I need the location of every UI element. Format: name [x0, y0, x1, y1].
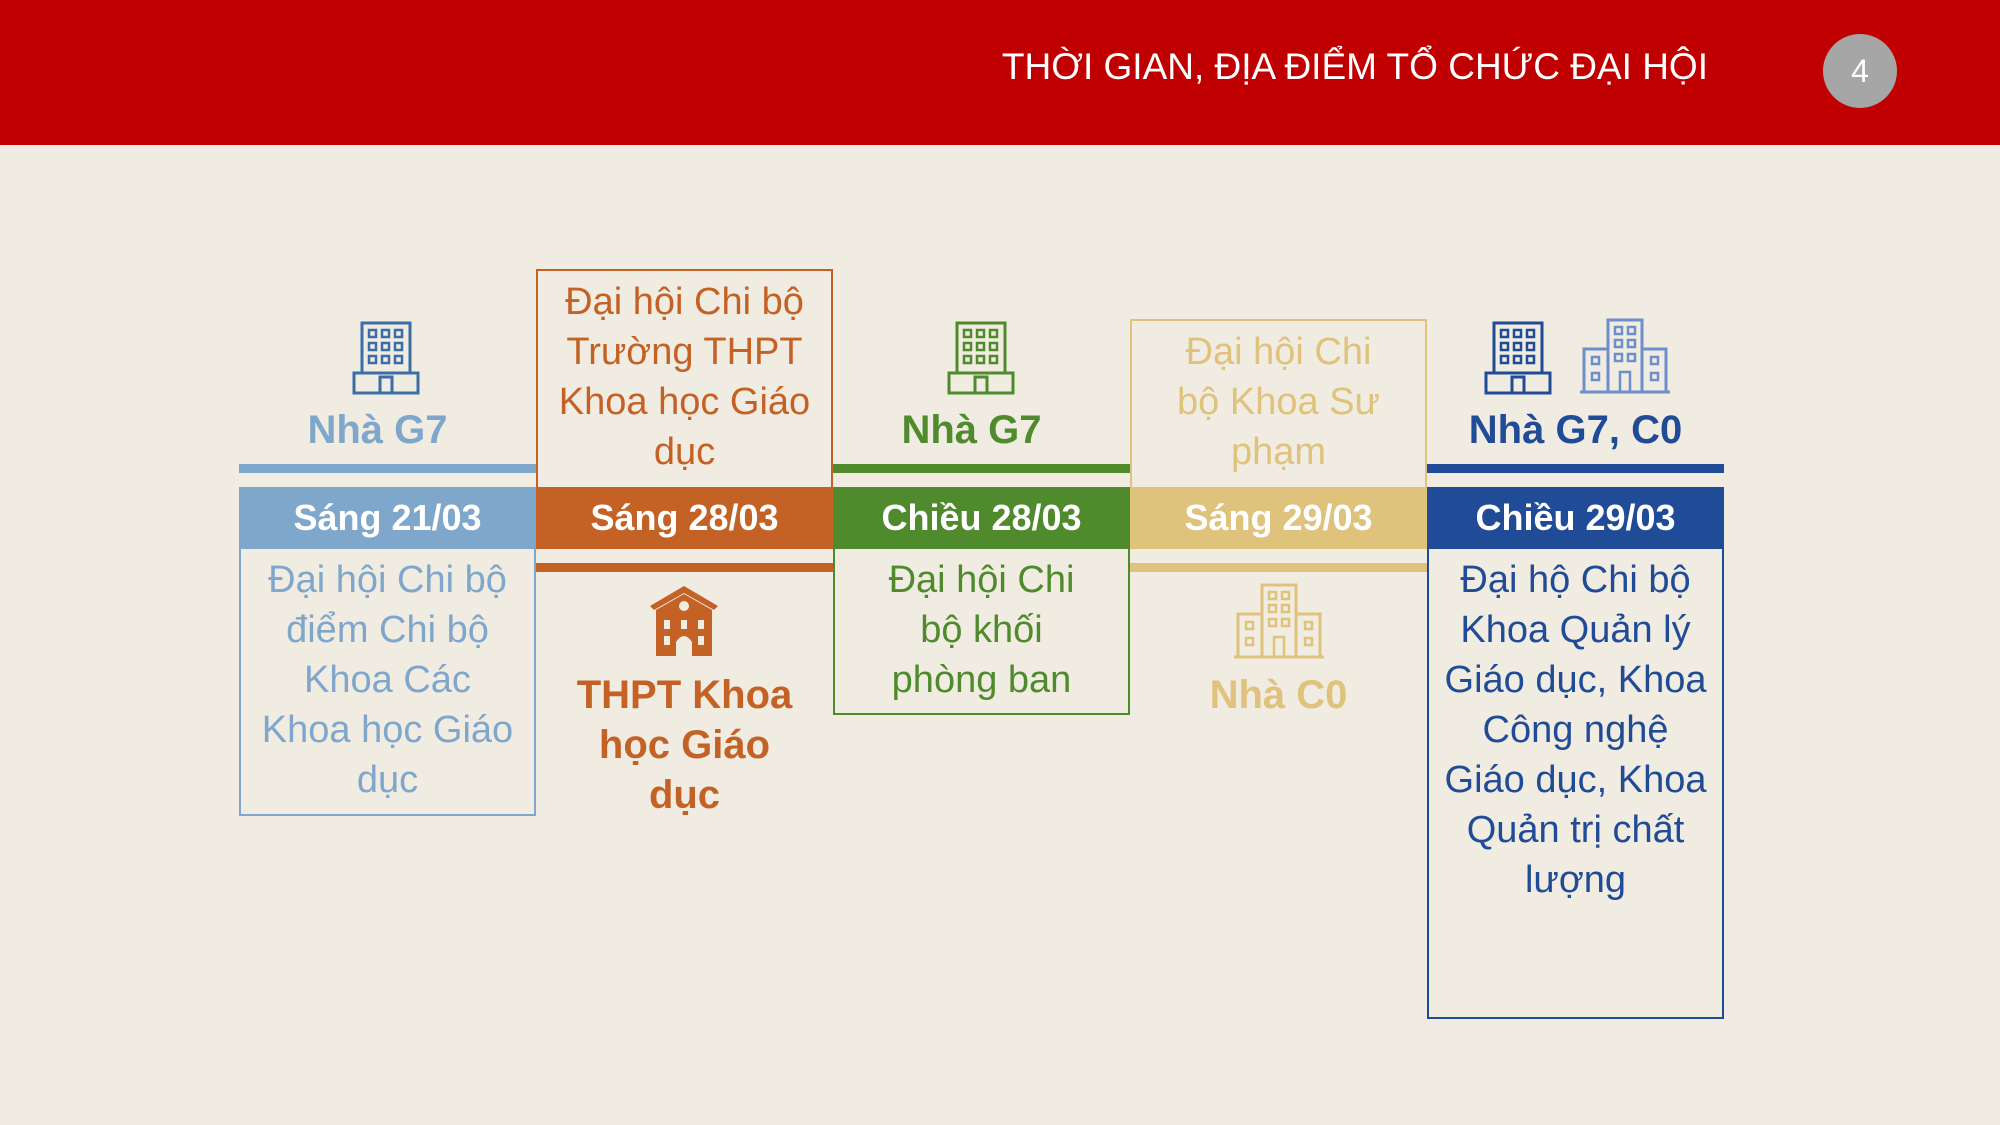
- event-description: Đại hội Chi bộ Khoa Sư phạm: [1130, 319, 1427, 489]
- office-building-icon: [352, 321, 420, 395]
- event-description: Đại hội Chi bộ Trường THPT Khoa học Giáo…: [536, 269, 833, 489]
- divider-line: [239, 464, 536, 473]
- divider-line: [833, 464, 1130, 473]
- event-date: Sáng 21/03: [239, 487, 536, 549]
- slide-title: THỜI GIAN, ĐỊA ĐIỂM TỔ CHỨC ĐẠI HỘI: [1001, 46, 1708, 87]
- divider-line: [1427, 464, 1724, 473]
- event-location: Nhà G7, C0: [1468, 408, 1683, 452]
- event-description: Đại hội Chi bộ điểm Chi bộ Khoa Các Khoa…: [239, 549, 536, 816]
- event-description: Đại hội Chi bộ khối phòng ban: [833, 549, 1130, 715]
- event-location: Nhà G7: [901, 408, 1042, 452]
- city-buildings-icon: [1580, 318, 1670, 394]
- page-number-badge: 4: [1823, 34, 1897, 108]
- school-icon: [650, 586, 718, 656]
- header-bar: THỜI GIAN, ĐỊA ĐIỂM TỔ CHỨC ĐẠI HỘI 4: [0, 0, 2000, 145]
- event-date: Chiều 29/03: [1427, 487, 1724, 549]
- event-location: THPT Khoa học Giáo dục: [576, 673, 793, 817]
- event-date: Chiều 28/03: [833, 487, 1130, 549]
- event-location: Nhà G7: [307, 408, 448, 452]
- event-date: Sáng 29/03: [1130, 487, 1427, 549]
- office-building-icon: [947, 321, 1015, 395]
- event-location: Nhà C0: [1209, 673, 1348, 717]
- office-building-icon: [1484, 321, 1552, 395]
- city-buildings-icon: [1234, 583, 1324, 659]
- divider-line: [536, 563, 833, 572]
- event-description: Đại hộ Chi bộ Khoa Quản lý Giáo dục, Kho…: [1427, 549, 1724, 1019]
- divider-line: [1130, 563, 1427, 572]
- event-date: Sáng 28/03: [536, 487, 833, 549]
